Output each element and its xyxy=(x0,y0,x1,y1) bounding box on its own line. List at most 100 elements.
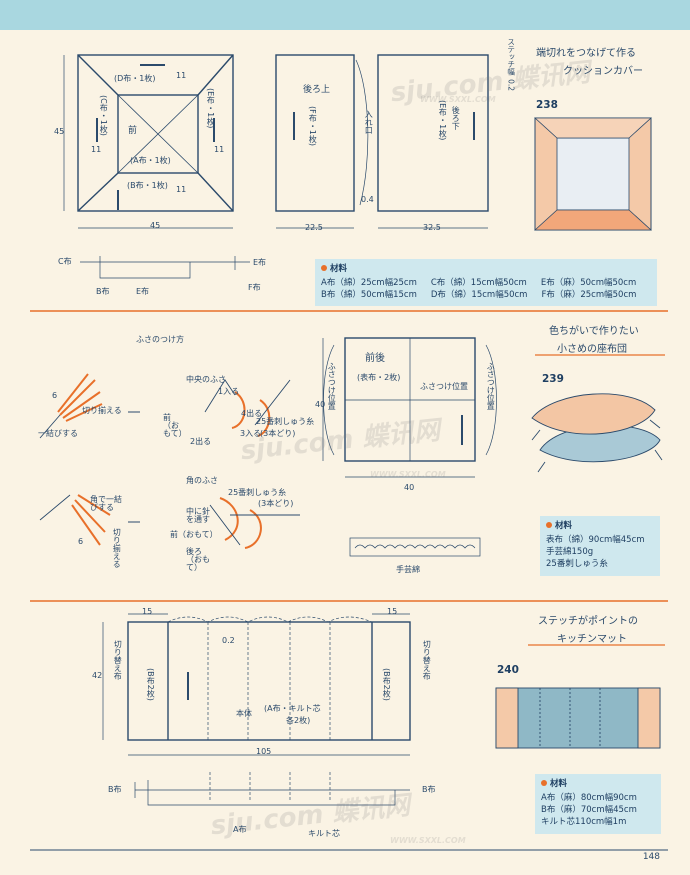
corner-tassel: 角のふさ xyxy=(186,476,218,485)
section-c-cloth: C布 xyxy=(58,257,72,266)
each-2-label: 各2枚) xyxy=(286,716,311,725)
cotton-label: 手芸綿 xyxy=(396,565,420,574)
dim-11-b: 11 xyxy=(91,145,102,154)
material-outer: 表布（綿）90cm幅45cm xyxy=(546,535,645,545)
title-240-line1: ステッチがポイントの xyxy=(538,616,638,627)
materials-240-head: 材料 xyxy=(550,779,568,789)
dim-0-4: 0.4 xyxy=(361,195,374,204)
step-in-1: 1入る xyxy=(218,387,240,396)
material-thread: 25番刺しゅう糸 xyxy=(546,559,608,569)
title-239-line2: 小さめの座布団 xyxy=(557,344,627,355)
title-238-line1: 端切れをつなげて作る xyxy=(536,48,636,59)
thread-note-2: 25番刺しゅう糸 xyxy=(228,488,287,497)
b-cloth-right: (B布2枚) xyxy=(382,668,392,701)
label-front: 前 xyxy=(128,126,138,136)
tie-knot: 一結びする xyxy=(38,429,78,438)
label-a-cloth: (A布・1枚) xyxy=(130,156,171,165)
section-quilt: キルト芯 xyxy=(308,829,340,838)
stitch-note: ステッチ幅 0.2 xyxy=(506,38,516,92)
b-cloth-left: (B布2枚) xyxy=(146,668,156,701)
title-239-line1: 色ちがいで作りたい xyxy=(549,326,639,337)
dim-15-left: 15 xyxy=(142,607,153,616)
tassel-position-right: ふさつけ位置 xyxy=(486,362,496,410)
tassel-position: ふさつけ位置 xyxy=(420,382,468,391)
dim-22-5: 22.5 xyxy=(305,223,323,232)
watermark-url: WWW.SXXL.COM xyxy=(390,836,466,845)
dim-105: 105 xyxy=(256,747,272,756)
corner-tie: 角で一結びする xyxy=(90,495,122,512)
dim-40-v: 40 xyxy=(315,400,326,409)
thread-sub-2: (3本どり) xyxy=(258,499,294,508)
label-d-cloth: (D布・1枚) xyxy=(114,74,156,83)
materials-239: 材料 表布（綿）90cm幅45cm 手芸綿150g 25番刺しゅう糸 xyxy=(540,516,660,576)
label-c-cloth: (C布・1枚) xyxy=(99,95,109,136)
section-e-cloth: E布 xyxy=(253,258,267,267)
item-number-238: 238 xyxy=(536,99,558,111)
section-a: A布 xyxy=(233,825,247,834)
step-out-4: 4出る xyxy=(241,409,263,418)
material-a: A布（綿）25cm幅25cm xyxy=(321,278,417,288)
material-f: F布（麻）25cm幅50cm xyxy=(541,290,637,300)
dim-11-d: 11 xyxy=(176,185,187,194)
step-in-3: 3入る xyxy=(240,429,262,438)
material-b: B布（綿）50cm幅15cm xyxy=(321,290,417,300)
dim-0-2: 0.2 xyxy=(222,636,235,645)
materials-240: 材料 A布（麻）80cm幅90cm B布（麻）70cm幅45cm キルト芯110… xyxy=(535,774,661,834)
thread-note: 25番刺しゅう糸 xyxy=(256,417,315,426)
title-238-line2: クッションカバー xyxy=(563,66,643,77)
material-d: D布（綿）15cm幅50cm xyxy=(430,290,528,300)
item-number-240: 240 xyxy=(497,664,519,676)
cut-even: 切り揃える xyxy=(82,406,122,415)
label-b-cloth: (B布・1枚) xyxy=(127,181,168,190)
material-cotton: 手芸綿150g xyxy=(546,547,594,557)
material-quilt: キルト芯110cm幅1m xyxy=(541,817,627,827)
tassel-position-left: ふさつけ位置 xyxy=(327,362,337,410)
body-label: 本体 xyxy=(236,709,252,718)
label-e-cloth: (E布・1枚) xyxy=(206,88,216,129)
thread-sub: (3本どり) xyxy=(260,429,296,438)
outer-cloth-label: (表布・2枚) xyxy=(357,373,401,382)
back-label: 後ろ（おもて） xyxy=(186,547,210,572)
title-240-line2: キッチンマット xyxy=(557,634,627,645)
section-e-cloth2: E布 xyxy=(136,287,150,296)
item-number-239: 239 xyxy=(542,373,564,385)
front-back-label: 前後 xyxy=(365,353,385,364)
material-c: C布（綿）15cm幅50cm xyxy=(430,278,527,288)
cut-even-2: 切り揃える xyxy=(112,528,122,568)
label-opening: 入れ口 xyxy=(364,110,374,134)
pierce-note: 中に針を通す xyxy=(186,507,210,524)
center-tassel: 中央のふさ xyxy=(186,375,226,384)
corner-front: 前（おもて） xyxy=(170,530,218,539)
bullet-icon xyxy=(321,265,327,271)
dim-32-5: 32.5 xyxy=(423,223,441,232)
step-out-2: 2出る xyxy=(190,437,212,446)
section-b-right: B布 xyxy=(422,785,436,794)
dim-45-h: 45 xyxy=(150,221,161,230)
step-6b: 6 xyxy=(78,537,84,546)
tassel-title: ふさのつけ方 xyxy=(136,335,184,344)
material-a-linen: A布（麻）80cm幅90cm xyxy=(541,793,637,803)
section-f-cloth: F布 xyxy=(248,283,261,292)
bullet-icon xyxy=(546,522,552,528)
dim-15-right: 15 xyxy=(387,607,398,616)
page-number: 148 xyxy=(642,852,660,862)
a-quilt-label: (A布・キルト芯 xyxy=(264,704,321,713)
switch-cloth-left: 切り替え布 xyxy=(113,640,123,680)
section-b-left: B布 xyxy=(108,785,122,794)
section-b-cloth: B布 xyxy=(96,287,110,296)
label-back-bottom: 後ろ下 xyxy=(451,106,461,130)
materials-239-head: 材料 xyxy=(555,521,573,531)
watermark-url: WWW.SXXL.COM xyxy=(420,95,496,104)
step-6: 6 xyxy=(52,391,58,400)
material-e: E布（麻）50cm幅50cm xyxy=(540,278,637,288)
materials-238-head: 材料 xyxy=(330,264,348,274)
materials-238: 材料 A布（綿）25cm幅25cm C布（綿）15cm幅50cm E布（麻）50… xyxy=(315,259,657,306)
bullet-icon xyxy=(541,780,547,786)
front-label: 前（おもて） xyxy=(163,413,187,438)
dim-42: 42 xyxy=(92,671,103,680)
dim-11-a: 11 xyxy=(176,71,187,80)
switch-cloth-right: 切り替え布 xyxy=(422,640,432,680)
material-b-linen: B布（麻）70cm幅45cm xyxy=(541,805,637,815)
label-e-cloth2: (E布・1枚) xyxy=(438,100,448,141)
